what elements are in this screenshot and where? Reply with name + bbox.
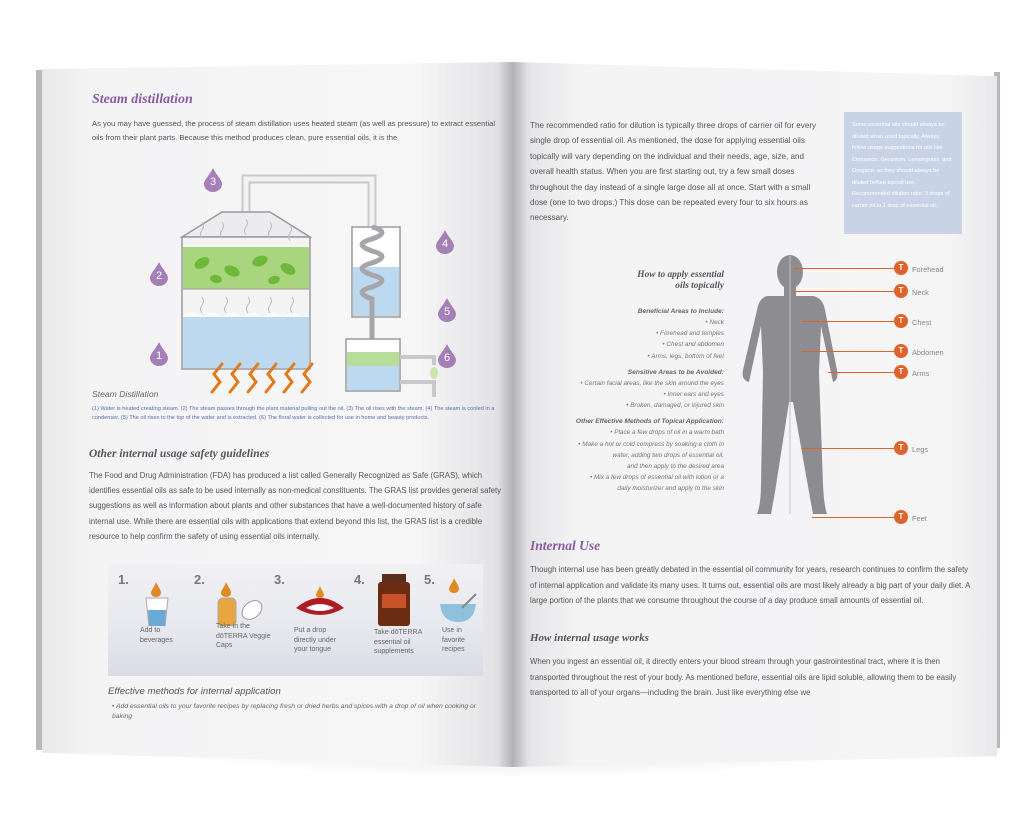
diagram-caption-text: (1) Water is heated creating steam. (2) … — [92, 406, 495, 421]
right-page-edge — [994, 72, 1000, 748]
list-item: • Chest and abdomen — [662, 341, 724, 349]
step-3-drop-icon: 3 — [204, 168, 222, 192]
left-page-edge — [36, 70, 42, 750]
list-item: • Place a few drops of oil in a warm bat… — [610, 429, 724, 437]
step-label: Take in the dōTERRA Veggie Caps — [216, 623, 271, 649]
beneficial-heading: Beneficial Areas to Include: — [637, 308, 724, 315]
feet-marker-icon: T — [894, 510, 908, 524]
internal-use-body: Though internal use has been greatly deb… — [530, 565, 970, 606]
forehead-marker-icon: T — [894, 261, 908, 275]
internal-methods-panel: 1. Add to beverages 2. Take in the dōTER… — [108, 564, 483, 676]
list-item: • Inner ears and eyes — [663, 391, 725, 399]
supplement-bottle-icon — [378, 574, 410, 626]
body-label-neck: Neck — [912, 288, 929, 297]
marker-line — [812, 517, 894, 518]
step-1-drop-icon: 1 — [150, 342, 168, 366]
body-label-forehead: Forehead — [912, 265, 944, 274]
how-internal-body: When you ingest an essential oil, it dir… — [530, 657, 957, 698]
abdomen-marker-icon: T — [894, 344, 908, 358]
guidelines-body: The Food and Drug Administration (FDA) h… — [89, 471, 502, 541]
step-number: 1. — [118, 572, 129, 587]
marker-line — [802, 448, 894, 449]
list-item: • Certain facial areas, like the skin ar… — [580, 379, 724, 387]
methods-title: Effective methods for internal applicati… — [108, 686, 281, 697]
body-label-abdomen: Abdomen — [912, 348, 944, 357]
legs-marker-icon: T — [894, 441, 908, 455]
chest-marker-icon: T — [894, 314, 908, 328]
marker-line — [802, 351, 894, 352]
arms-marker-icon: T — [894, 365, 908, 379]
step-number: 3. — [274, 572, 285, 587]
step-number: 4. — [354, 572, 365, 587]
step-6-drop-icon: 6 — [438, 344, 456, 368]
book-gutter — [497, 62, 527, 767]
sensitive-heading: Sensitive Areas to be Avoided: — [627, 368, 724, 376]
step-label: Put a drop directly under your tongue — [294, 627, 337, 653]
list-item: • Arms, legs, bottom of feet — [647, 352, 724, 360]
body-label-feet: Feet — [912, 514, 927, 523]
step-label: Take dōTERRA essential oil supplements — [374, 629, 422, 655]
distillation-diagram — [179, 174, 438, 397]
step-label: Add to beverages — [140, 627, 173, 644]
list-item: • Neck — [705, 319, 724, 326]
how-internal-title: How internal usage works — [530, 632, 649, 644]
list-item: • Mix a few drops of essential oil with … — [589, 474, 724, 482]
list-item: • Broken, damaged, or injured skin — [626, 402, 724, 410]
right-page: The recommended ratio for dilution is ty… — [512, 62, 997, 767]
list-item: daily moisturizer and apply to the skin — [617, 485, 724, 493]
body-label-arms: Arms — [912, 369, 930, 378]
marker-line — [794, 291, 894, 292]
tongue-drop-icon — [296, 586, 344, 615]
topical-application-list: Beneficial Areas to Include: • Neck • Fo… — [562, 306, 724, 495]
step-4-drop-icon: 4 — [436, 230, 454, 254]
diagram-caption-title: Steam Distillation — [92, 389, 159, 399]
step-5-drop-icon: 5 — [438, 298, 456, 322]
list-item: • Forehead and temples — [656, 330, 724, 338]
dilution-tip-box: Some essential oils should always be dil… — [844, 112, 962, 234]
marker-line — [828, 372, 894, 373]
marker-line — [794, 268, 894, 269]
guidelines-title: Other internal usage safety guidelines — [89, 448, 270, 460]
step-number: 5. — [424, 572, 435, 587]
step-2-drop-icon: 2 — [150, 262, 168, 286]
marker-line — [802, 321, 894, 322]
step-label: Use in favorite recipes — [442, 627, 465, 653]
steam-intro: As you may have guessed, the process of … — [92, 119, 496, 142]
left-page: Steam distillation As you may have guess… — [42, 62, 512, 767]
veggie-caps-icon — [217, 582, 263, 626]
internal-use-title: Internal Use — [530, 538, 601, 553]
open-book: Steam distillation As you may have guess… — [42, 62, 1000, 767]
tip-text: Some essential oils should always be dil… — [852, 122, 952, 209]
human-body-figure — [742, 255, 838, 514]
methods-bullet: • Add essential oils to your favorite re… — [112, 703, 477, 720]
recipe-bowl-icon — [440, 578, 477, 622]
body-label-chest: Chest — [912, 318, 932, 327]
steam-title: Steam distillation — [92, 92, 193, 107]
other-methods-heading: Other Effective Methods of Topical Appli… — [575, 418, 724, 426]
list-item: and then apply to the desired area — [627, 463, 724, 471]
list-item: water, adding two drops of essential oil… — [612, 451, 724, 459]
apply-title-line1: How to apply essential — [637, 270, 724, 280]
neck-marker-icon: T — [894, 284, 908, 298]
step-number: 2. — [194, 572, 205, 587]
glass-icon — [145, 582, 169, 626]
body-label-legs: Legs — [912, 445, 929, 454]
dilution-text: The recommended ratio for dilution is ty… — [530, 121, 817, 223]
list-item: • Make a hot or cold compress by soaking… — [578, 440, 724, 448]
apply-title-line2: oils topically — [675, 281, 724, 291]
